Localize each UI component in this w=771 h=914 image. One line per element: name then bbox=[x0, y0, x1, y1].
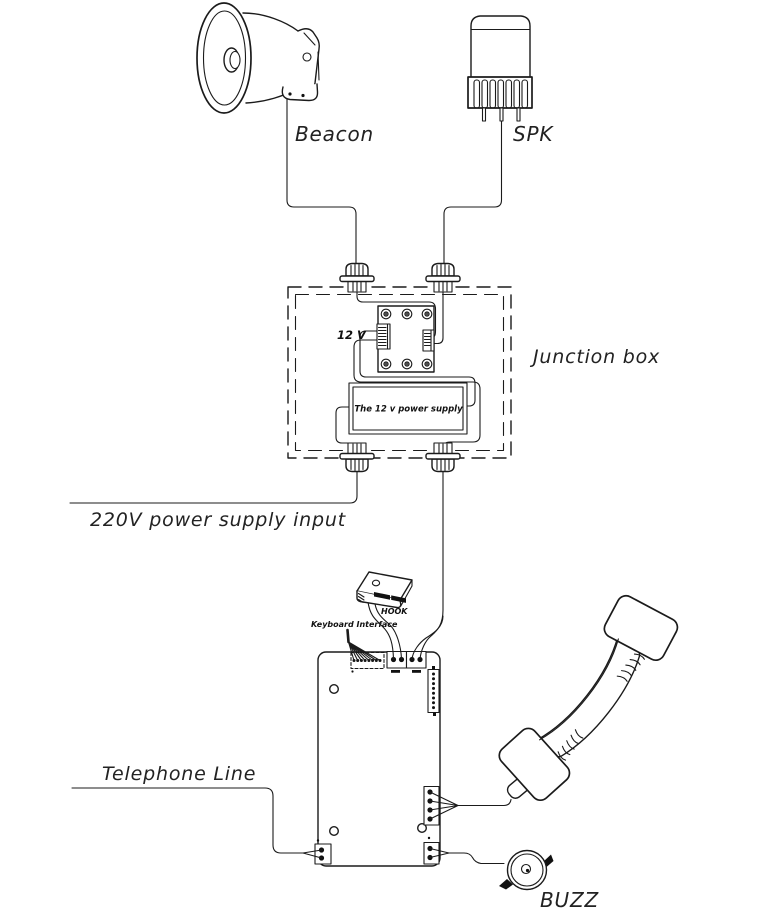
wire-handset bbox=[429, 791, 512, 820]
beacon-label: Beacon bbox=[295, 122, 374, 146]
power-input-label: 220V power supply input bbox=[90, 509, 347, 531]
power-supply-box: The 12 v power supply bbox=[348, 382, 468, 435]
wire-beacon-to-junction bbox=[286, 97, 357, 265]
screw bbox=[421, 358, 433, 370]
handset-earpiece-grill bbox=[616, 653, 645, 682]
speaker-spk bbox=[467, 15, 533, 122]
screw bbox=[380, 308, 392, 320]
screw bbox=[421, 308, 433, 320]
junction-box: The 12 v power supply bbox=[287, 262, 512, 473]
wire-hook-to-pcb bbox=[367, 601, 403, 660]
side-pin-header bbox=[427, 666, 440, 716]
mounting-hole bbox=[417, 823, 428, 834]
wire-buzzer bbox=[429, 847, 505, 865]
12v-label: 12 V bbox=[337, 328, 367, 342]
screw bbox=[380, 358, 392, 370]
cable-gland-top-left bbox=[339, 262, 375, 293]
screw bbox=[401, 358, 413, 370]
terminal-board bbox=[376, 305, 435, 373]
buzzer bbox=[499, 849, 554, 891]
terminal-block-12v bbox=[376, 323, 391, 350]
wire-gland-to-terminal bbox=[356, 291, 444, 345]
wire-12v-to-power-supply bbox=[353, 330, 481, 453]
wire-junction-branches bbox=[411, 609, 444, 660]
beacon-horn bbox=[196, 2, 320, 114]
terminal-block-output bbox=[422, 329, 435, 352]
hook-label: HOOK bbox=[381, 607, 408, 616]
junction-box-label: Junction box bbox=[529, 346, 660, 368]
main-pcb bbox=[314, 628, 441, 867]
screw bbox=[401, 308, 413, 320]
keyboard-interface-label: Keyboard Interface bbox=[311, 620, 398, 629]
wire-220v-input bbox=[69, 469, 358, 504]
mounting-hole bbox=[329, 684, 340, 695]
cable-gland-bottom-left bbox=[339, 442, 375, 473]
hook-switch bbox=[356, 571, 413, 609]
buzz-label: BUZZ bbox=[540, 888, 599, 912]
wire-telephone-fan bbox=[302, 849, 323, 859]
spk-label: SPK bbox=[513, 122, 554, 146]
cable-gland-top-right bbox=[425, 262, 461, 293]
power-supply-label: The 12 v power supply bbox=[354, 405, 463, 415]
keyboard-interface-connector bbox=[346, 628, 385, 673]
mounting-hole bbox=[329, 826, 340, 837]
telephone-line-connector bbox=[314, 839, 332, 865]
telephone-handset bbox=[498, 594, 679, 802]
wire-spk-to-junction bbox=[443, 120, 503, 265]
handset-mouthpiece-grill bbox=[557, 729, 584, 761]
cable-gland-bottom-right bbox=[425, 442, 461, 473]
wire-telephone-line bbox=[71, 787, 304, 854]
telephone-line-label: Telephone Line bbox=[102, 763, 256, 785]
